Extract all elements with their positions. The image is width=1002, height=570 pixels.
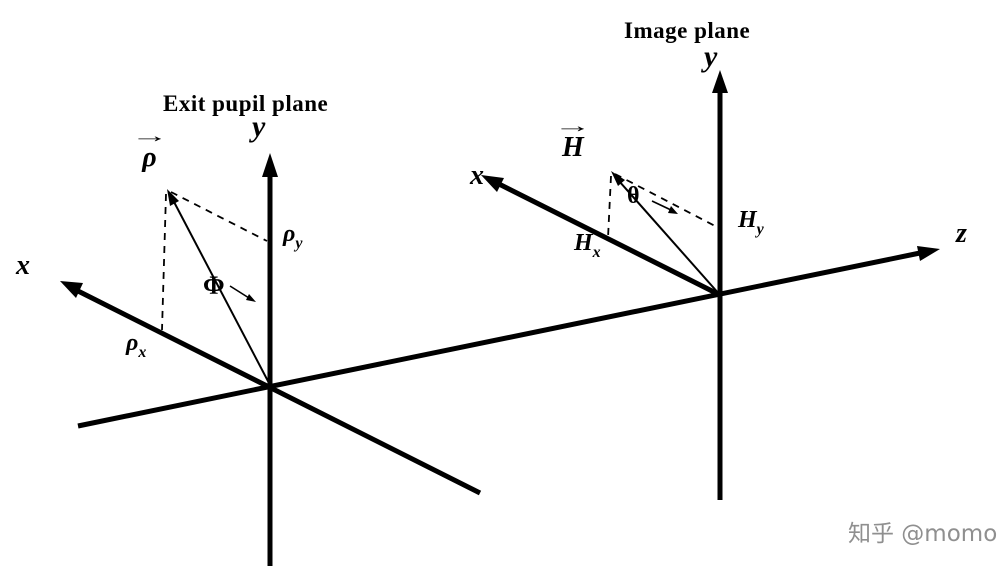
right-x-axis-arrowhead <box>481 175 504 192</box>
rho-vector-arrowhead <box>167 189 179 206</box>
h-y-projection-dashed-line <box>614 173 718 228</box>
rho-x-subscript: x <box>138 344 147 361</box>
left-x-axis-arrowhead <box>60 281 83 298</box>
rho-x-base: ρ <box>126 330 139 356</box>
rho-y-base: ρ <box>283 221 296 247</box>
left-y-axis-arrowhead <box>262 153 278 177</box>
h-y-base: H <box>738 207 757 233</box>
h-x-subscript: x <box>592 244 601 261</box>
h-vector-line <box>618 180 721 296</box>
phi-angle-label: Φ <box>203 271 225 300</box>
z-axis-label: z <box>956 218 967 249</box>
theta-angle-arrowhead <box>668 206 678 214</box>
rho-y-projection-dashed-line <box>170 191 268 242</box>
h-vector-label: → H <box>554 117 592 163</box>
rho-x-projection-dashed-line <box>161 193 167 331</box>
phi-angle-arrow-line <box>229 285 250 299</box>
z-axis-arrowhead <box>917 246 940 261</box>
rho-vector-label: → ρ <box>131 127 169 173</box>
right-y-axis-label: y <box>704 40 718 73</box>
rho-x-component-label: ρx <box>126 330 146 362</box>
theta-angle-label: θ <box>627 183 640 209</box>
right-x-axis-line <box>497 181 722 298</box>
exit-pupil-plane-title: Exit pupil plane <box>163 91 329 116</box>
z-axis-line <box>77 250 921 429</box>
watermark-text: 知乎 @momo <box>848 521 998 547</box>
h-vector-arrowhead <box>611 171 625 186</box>
rho-overarrow-icon: → <box>130 126 169 147</box>
left-x-axis-line <box>76 288 482 496</box>
rho-symbol: ρ <box>142 142 157 173</box>
left-x-axis-label: x <box>16 250 30 281</box>
h-y-component-label: Hy <box>738 207 764 239</box>
h-y-subscript: y <box>756 221 764 238</box>
h-overarrow-icon: → <box>553 116 592 137</box>
rho-vector-line <box>172 199 271 386</box>
h-x-projection-dashed-line <box>607 175 612 239</box>
h-x-base: H <box>574 230 593 256</box>
rho-y-subscript: y <box>295 235 303 252</box>
right-x-axis-label: x <box>470 160 484 191</box>
right-y-axis-arrowhead <box>712 70 728 93</box>
h-x-component-label: Hx <box>574 230 601 262</box>
left-y-axis-label: y <box>252 110 266 143</box>
theta-angle-arrow-line <box>651 200 672 211</box>
h-symbol: H <box>562 132 584 163</box>
rho-y-component-label: ρy <box>283 221 302 253</box>
image-plane-title: Image plane <box>624 18 751 43</box>
phi-angle-arrowhead <box>246 294 256 302</box>
